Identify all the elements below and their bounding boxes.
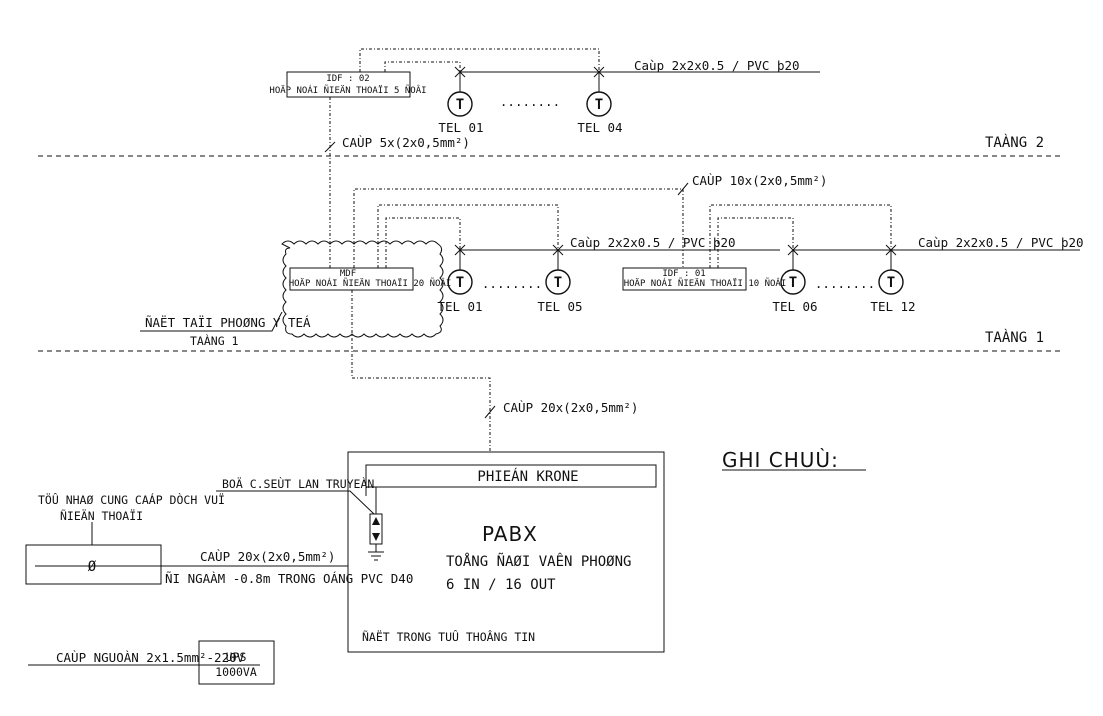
tel-label: TEL 01 <box>438 120 483 135</box>
idf02-title: IDF : 02 <box>326 74 369 84</box>
provider-box <box>25 544 162 585</box>
cable-label-5x: CAÙP 5x(2x0,5mm²) <box>342 135 470 150</box>
cable-loop-idf02-outer <box>359 48 600 72</box>
svg-text:T: T <box>887 275 895 291</box>
power-cable-label: CAÙP NGUOÀN 2x1.5mm²-220V <box>56 650 245 665</box>
tel-label: TEL 05 <box>537 299 582 314</box>
medical-room-cloud <box>281 240 444 338</box>
junction-icon: Ø <box>88 559 97 575</box>
riser-cable-20x <box>351 290 491 452</box>
cable-label-mid-right: Caùp 2x2x0.5 / PVC þ20 <box>918 235 1084 250</box>
krone-strip <box>365 464 657 488</box>
cable-loop-idf01-inner <box>717 217 794 268</box>
pabx-ports: 6 IN / 16 OUT <box>446 577 556 593</box>
krone-label: PHIEÁN KRONE <box>477 468 578 485</box>
telephone-icon: T <box>780 269 806 295</box>
cable-loop-idf01-outer <box>709 204 892 268</box>
surge-label: BOÄ C.SEÙT LAN TRUYEÀN <box>222 476 374 491</box>
ups-box <box>198 640 275 685</box>
cable-label-20x-vertical: CAÙP 20x(2x0,5mm²) <box>503 400 638 415</box>
tel-label: TEL 12 <box>870 299 915 314</box>
mdf-title: MDF <box>340 269 356 279</box>
mdf-desc: HOÄP NOÁI ÑIEÄN THOAÏI 20 ÑOÂI <box>289 277 452 289</box>
floor-2-label: TAÀNG 2 <box>985 134 1044 151</box>
pabx-location: ÑAËT TRONG TUÛ THOÂNG TIN <box>362 629 535 644</box>
svg-text:T: T <box>554 275 562 291</box>
telephone-icon: T <box>586 91 612 117</box>
idf01-desc: HOÄP NOÁI ÑIEÄN THOAÏI 10 ÑOÂI <box>624 277 787 289</box>
idf02-desc: HOÄP NOÁI ÑIEÄN THOAÏI 5 ÑOÂI <box>269 84 426 96</box>
ups-label: UPS <box>226 650 247 664</box>
provider-label: TÖÛ NHAØ CUNG CAÁP DÒCH VUÏ <box>38 491 225 507</box>
medical-room-label: ÑAËT TAÏI PHOØNG Y TEÁ <box>145 315 311 330</box>
cable-loop-idf02-inner <box>384 61 461 72</box>
surge-protector-icon <box>368 487 384 561</box>
notes-title: GHI CHUÙ: <box>722 448 839 472</box>
telephone-icon: T <box>447 91 473 117</box>
medical-room-floor: TAÀNG 1 <box>190 333 239 348</box>
tel-label: TEL 06 <box>772 299 817 314</box>
svg-text:T: T <box>456 97 464 113</box>
idf01-title: IDF : 01 <box>662 269 705 279</box>
cable-label-top: Caùp 2x2x0.5 / PVC þ20 <box>634 58 800 73</box>
telephone-icon: T <box>545 269 571 295</box>
cable-label-10x: CAÙP 10x(2x0,5mm²) <box>692 173 827 188</box>
svg-text:T: T <box>789 275 797 291</box>
cable-loop-mdf-inner <box>385 217 461 268</box>
telephone-icon: T <box>447 269 473 295</box>
tel-label: TEL 01 <box>437 299 482 314</box>
svg-text:T: T <box>456 275 464 291</box>
phone-range-dots: ........ <box>815 276 875 291</box>
underground-label: ÑI NGAÀM -0.8m TRONG OÁNG PVC D40 <box>165 571 413 586</box>
medical-room-leader <box>140 311 283 332</box>
cable-loop-10x <box>353 188 684 268</box>
telephone-icon: T <box>878 269 904 295</box>
idf01-box <box>622 267 747 291</box>
tel-label: TEL 04 <box>577 120 622 135</box>
cable-label-mid-left: Caùp 2x2x0.5 / PVC þ20 <box>570 235 736 250</box>
provider-label-2: ÑIEÄN THOAÏI <box>60 508 143 523</box>
pabx-subtitle: TOÅNG ÑAØI VAÊN PHOØNG <box>446 552 631 570</box>
surge-leader <box>216 490 375 515</box>
svg-text:T: T <box>595 97 603 113</box>
idf02-box <box>286 71 411 98</box>
cable-label-20x-left: CAÙP 20x(2x0,5mm²) <box>200 549 335 564</box>
cable-loop-mdf-outer <box>377 204 559 268</box>
pabx-title: PABX <box>482 522 538 546</box>
ups-capacity: 1000VA <box>215 665 257 679</box>
phone-range-dots: ........ <box>482 276 542 291</box>
phone-range-dots: ........ <box>500 94 560 109</box>
floor-1-label: TAÀNG 1 <box>985 329 1044 346</box>
